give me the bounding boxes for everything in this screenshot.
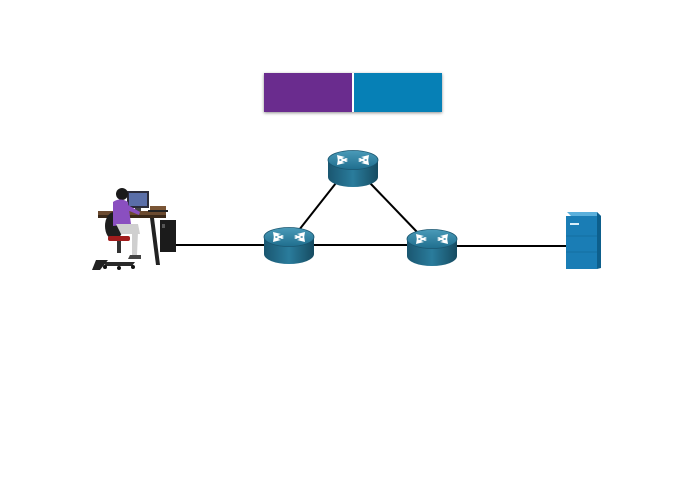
link-r2-r3 <box>369 182 419 234</box>
link-r1-r2 <box>298 182 337 231</box>
router-r3-icon[interactable] <box>406 229 458 267</box>
header-segment-blue <box>354 73 442 112</box>
packet-header-bar <box>264 73 442 112</box>
server-icon[interactable] <box>566 212 601 269</box>
header-segment-purple <box>264 73 354 112</box>
router-r1-icon[interactable] <box>263 227 315 265</box>
router-r2-icon[interactable] <box>327 150 379 188</box>
user-at-workstation-icon[interactable] <box>92 188 176 270</box>
links <box>176 182 566 247</box>
